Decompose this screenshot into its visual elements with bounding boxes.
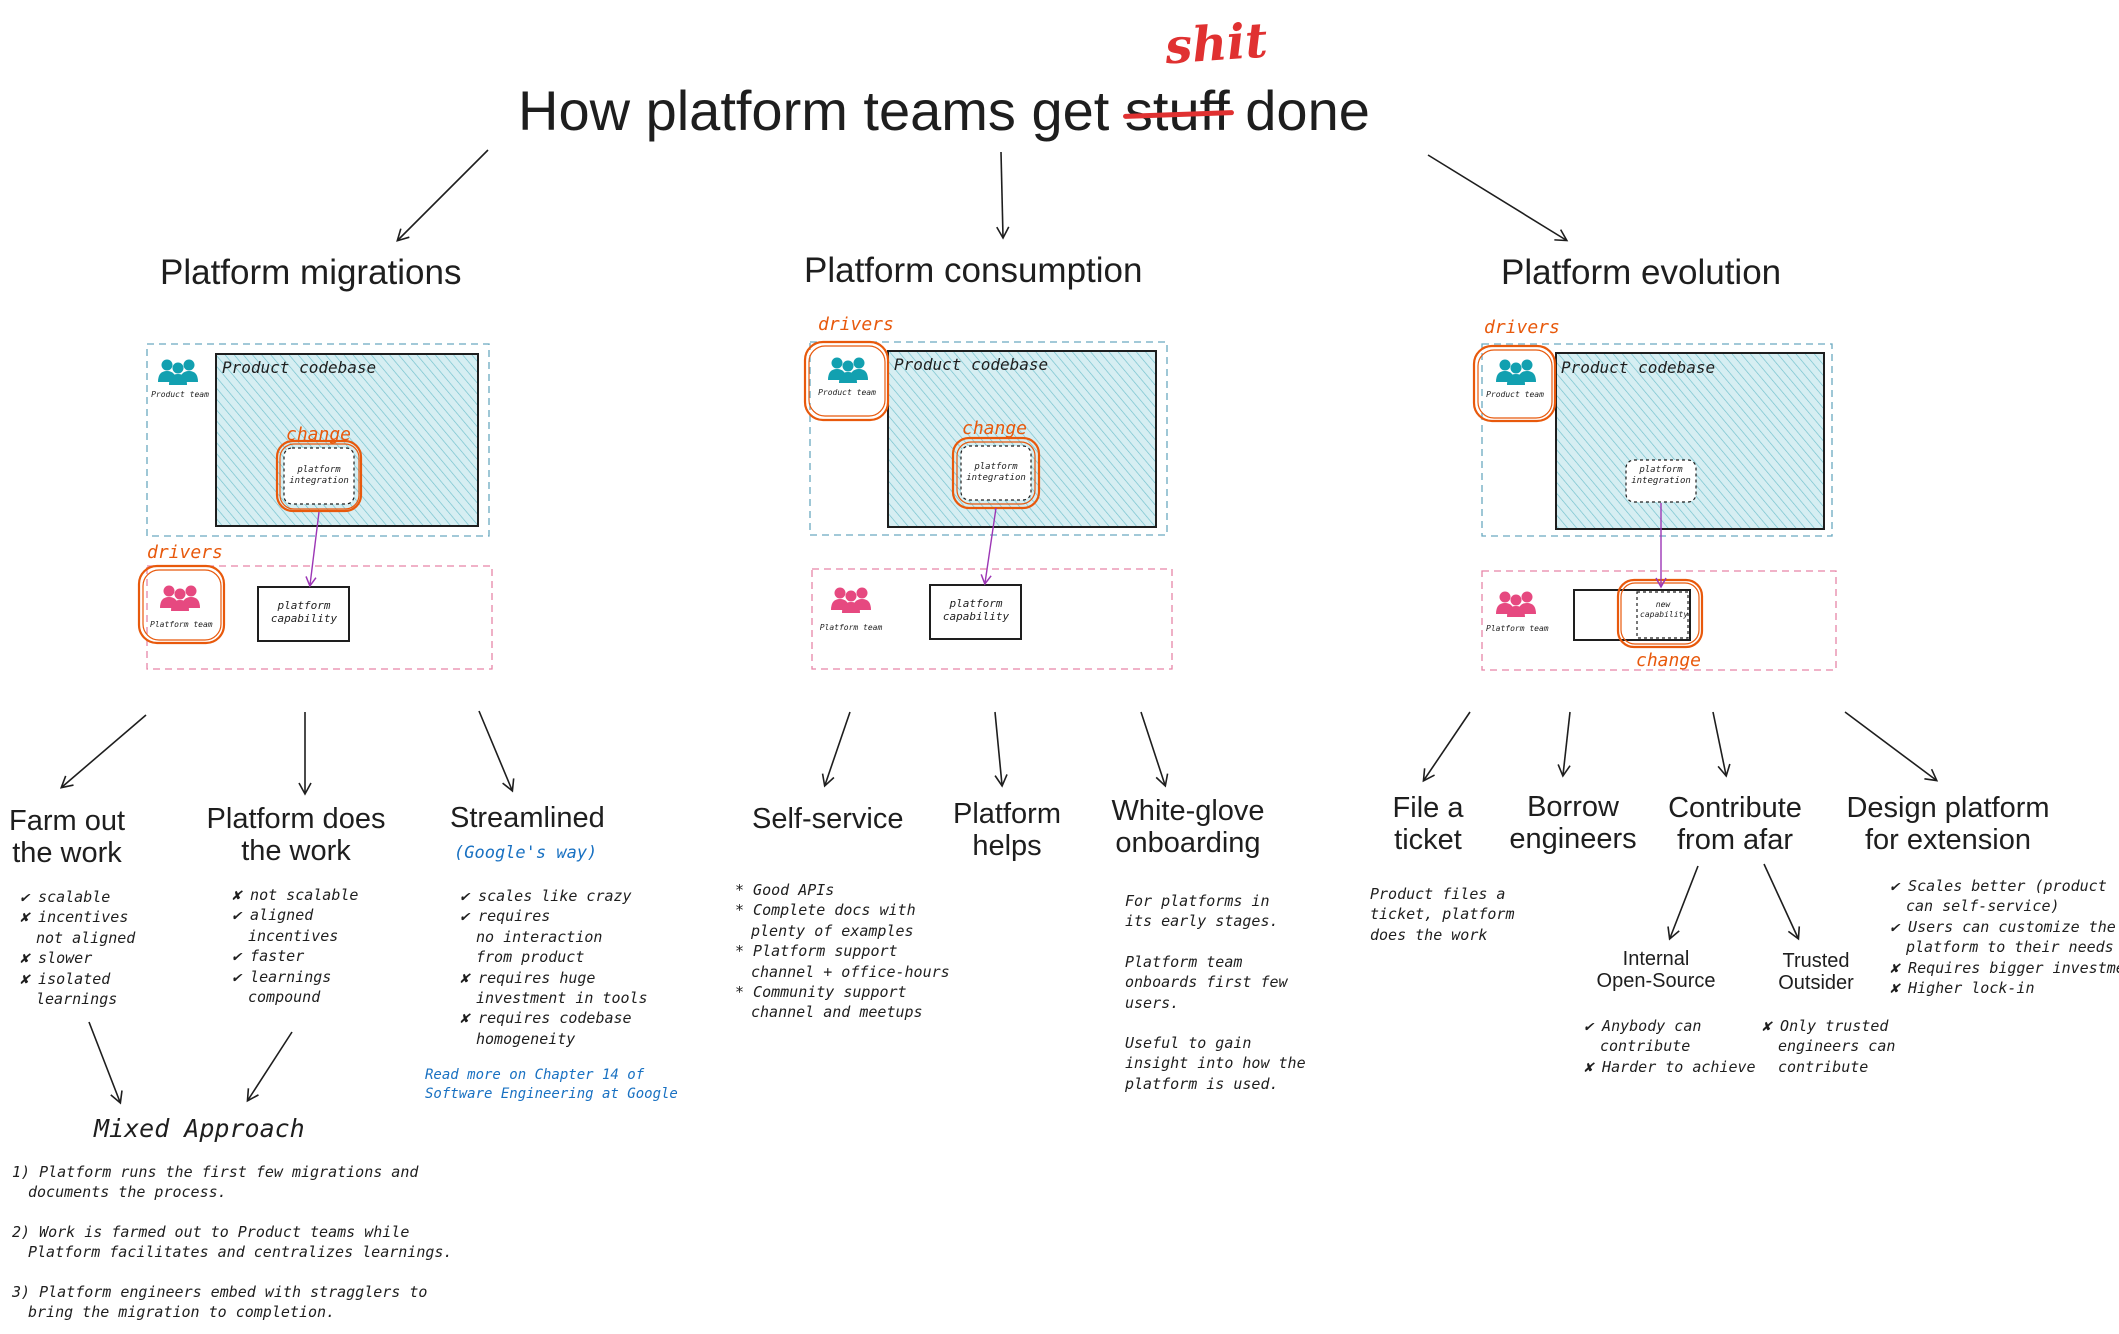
product-codebase-label: Product codebase bbox=[894, 355, 1049, 374]
arrow-to-evolution bbox=[1427, 154, 1569, 242]
product-team-icon bbox=[828, 358, 868, 384]
product-codebase-label: Product codebase bbox=[222, 358, 377, 377]
heading-platform-consumption: Platform consumption bbox=[804, 251, 1143, 290]
internal-open-source-points: ✔ Anybody can contribute ✘ Harder to ach… bbox=[1584, 1017, 1756, 1076]
trusted-outsider-points: ✘ Only trusted engineers can contribute bbox=[1762, 1017, 1896, 1076]
product-team-label: Product team bbox=[1486, 390, 1544, 399]
streamlined-subtitle: (Google's way) bbox=[454, 843, 598, 863]
change-label: change bbox=[1636, 650, 1702, 671]
streamlined-points: ✔ scales like crazy ✔ requires no intera… bbox=[460, 887, 648, 1048]
title-struck-word: stuff bbox=[1124, 79, 1230, 142]
platform-team-label: Platform team bbox=[1486, 624, 1549, 633]
self-service-points: * Good APIs * Complete docs with plenty … bbox=[735, 881, 950, 1022]
product-team-icon bbox=[158, 360, 198, 386]
change-label: change bbox=[962, 418, 1028, 439]
white-glove-notes: For platforms in its early stages. Platf… bbox=[1125, 892, 1306, 1093]
title-suffix: done bbox=[1245, 79, 1370, 142]
farm-out-points: ✔ scalable ✘ incentives not aligned ✘ sl… bbox=[20, 888, 136, 1008]
change-label: change bbox=[286, 424, 352, 445]
file-ticket-notes: Product files a ticket, platform does th… bbox=[1370, 885, 1515, 944]
product-team-icon bbox=[1496, 360, 1536, 386]
platform-team-label: Platform team bbox=[819, 623, 883, 632]
title-correction: shit bbox=[1163, 12, 1270, 76]
page-title: How platform teams get stuff done bbox=[518, 78, 1370, 143]
design-for-extension-points: ✔ Scales better (product can self-servic… bbox=[1890, 877, 2119, 997]
option-streamlined: Streamlined bbox=[450, 802, 605, 834]
platform-team-icon bbox=[160, 586, 200, 612]
arrow-to-consumption bbox=[996, 151, 1010, 240]
migrations-diagram bbox=[137, 343, 493, 670]
mixed-approach-title: Mixed Approach bbox=[94, 1114, 305, 1143]
drivers-label: drivers bbox=[1484, 317, 1560, 338]
consumption-diagram bbox=[803, 340, 1173, 670]
drivers-label: drivers bbox=[147, 542, 223, 563]
platform-team-icon bbox=[831, 588, 871, 614]
arrow-to-migrations bbox=[396, 149, 489, 242]
heading-platform-evolution: Platform evolution bbox=[1501, 253, 1782, 292]
mixed-approach-steps: 1) Platform runs the first few migration… bbox=[12, 1163, 453, 1321]
product-codebase-label: Product codebase bbox=[1561, 358, 1716, 377]
drivers-label: drivers bbox=[818, 314, 894, 335]
platform-team-label: Platform team bbox=[150, 620, 213, 629]
option-self-service: Self-service bbox=[752, 803, 904, 835]
product-team-label: Product team bbox=[818, 388, 876, 397]
platform-does-points: ✘ not scalable ✔ aligned incentives ✔ fa… bbox=[232, 886, 359, 1006]
platform-team-icon bbox=[1496, 592, 1536, 618]
evolution-diagram bbox=[1472, 343, 1837, 671]
heading-platform-migrations: Platform migrations bbox=[160, 253, 462, 292]
title-prefix: How platform teams get bbox=[518, 79, 1110, 142]
product-team-label: Product team bbox=[151, 390, 209, 399]
